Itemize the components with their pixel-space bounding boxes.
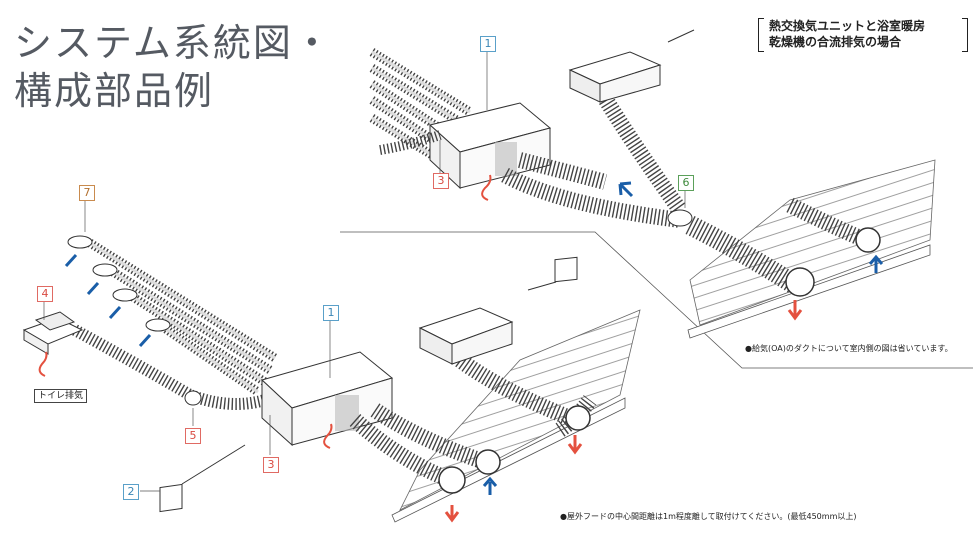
part-tag-joint: 5	[185, 428, 201, 444]
case-label: 熱交換気ユニットと浴室暖房 乾燥機の合流排気の場合	[758, 18, 968, 52]
case-label-line1: 熱交換気ユニットと浴室暖房	[769, 19, 926, 33]
part-tag-top-bracket: 3	[433, 173, 449, 189]
part-tag-top-joint: 6	[678, 175, 694, 191]
toilet-fan	[22, 311, 84, 355]
part-tag-bottom-unit: 1	[323, 305, 339, 321]
top-bathroom-dryer	[568, 51, 662, 103]
bracket-left	[758, 18, 764, 52]
part-tag-fan: 4	[37, 286, 53, 302]
top-ducts	[379, 85, 869, 294]
bottom-diagram	[22, 50, 686, 523]
part-tag-switch: 2	[123, 484, 139, 500]
supply-duct-note: ●給気(OA)のダクトについて室内側の図は省いています。	[745, 344, 953, 353]
top-heat-exchange-unit	[428, 102, 552, 190]
page-title-line2: 構成部品例	[14, 69, 215, 113]
case-label-line2: 乾燥機の合流排気の場合	[769, 35, 902, 49]
part-tag-top-unit: 1	[480, 36, 496, 52]
bottom-bathroom-dryer	[418, 307, 514, 365]
top-wall	[689, 159, 936, 326]
bracket-right	[962, 18, 968, 52]
part-tag-grilles: 7	[79, 185, 95, 201]
toilet-exhaust-label: トイレ排気	[34, 389, 88, 403]
page-title-line1: システム系統図・	[14, 21, 333, 65]
bottom-heat-exchange-unit	[261, 351, 394, 447]
top-diagram	[369, 29, 936, 339]
part-tag-bottom-bracket: 3	[263, 457, 279, 473]
divider-line	[340, 231, 973, 369]
hood-spacing-note: ●屋外フードの中心間距離は1m程度離して取付けてください。(最低450mm以上)	[560, 512, 857, 521]
